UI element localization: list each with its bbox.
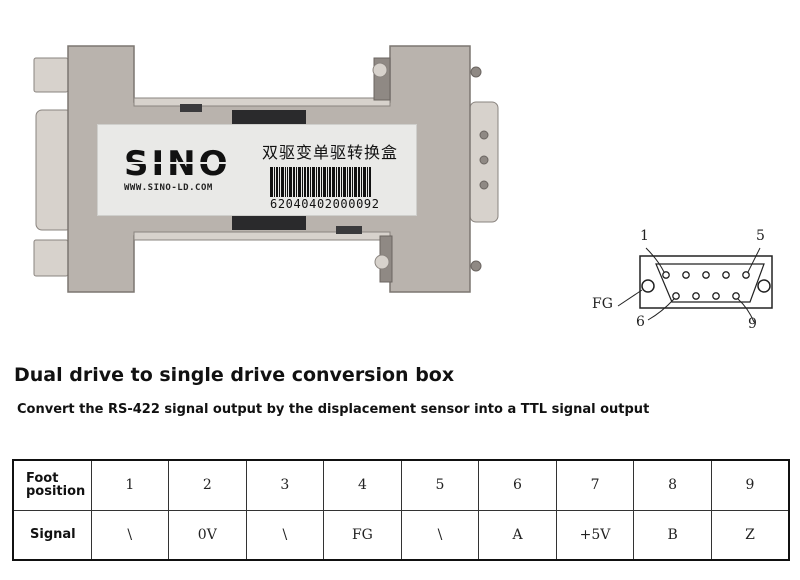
table-cell: Z [710,509,790,561]
table-cell: 9 [710,459,790,511]
table-cell: +5V [555,509,635,561]
table-cell: FG [323,509,402,561]
label-title-cn: 双驱变单驱转换盒 [262,143,399,162]
table-cell: 1 [90,459,170,511]
pin-label-6: 6 [636,314,645,330]
table-cell: 8 [633,459,712,511]
product-photo: SINO WWW.SINO-LD.COM 双驱变单驱转换盒 6204040200… [30,40,500,300]
table-row-signal: Signal \ 0V \ FG \ A +5V B Z [12,509,790,561]
logo-stripe [124,162,236,164]
pin-label-5: 5 [756,228,765,244]
pin-label-9: 9 [748,316,757,332]
pin-label-1: 1 [640,228,649,244]
table-cell: 4 [323,459,402,511]
fg-label: FG [592,296,613,312]
sino-logo: SINO [124,144,231,184]
db9-pinout-diagram: 1 5 6 9 FG [588,224,778,340]
table-cell: 5 [400,459,480,511]
row-header-foot-position: Foot position [12,459,92,511]
table-cell: \ [90,509,170,561]
barcode-number: 62040402000092 [270,197,380,211]
table-cell: 6 [478,459,557,511]
table-cell: 7 [555,459,635,511]
table-cell: 3 [245,459,325,511]
website-text: WWW.SINO-LD.COM [124,183,213,193]
table-row-foot-position: Foot position 1 2 3 4 5 6 7 8 9 [12,459,790,511]
barcode-icon [270,167,406,197]
table-cell: \ [400,509,480,561]
product-label: SINO WWW.SINO-LD.COM 双驱变单驱转换盒 6204040200… [97,124,417,216]
row-header-signal: Signal [12,509,92,561]
pin-assignment-table: Foot position 1 2 3 4 5 6 7 8 9 Signal \… [12,459,790,561]
table-cell: A [478,509,557,561]
table-cell: \ [245,509,325,561]
page-subtitle: Convert the RS-422 signal output by the … [17,402,650,417]
table-cell: 0V [168,509,247,561]
table-cell: 2 [168,459,247,511]
table-cell: B [633,509,712,561]
page-title: Dual drive to single drive conversion bo… [14,364,455,386]
